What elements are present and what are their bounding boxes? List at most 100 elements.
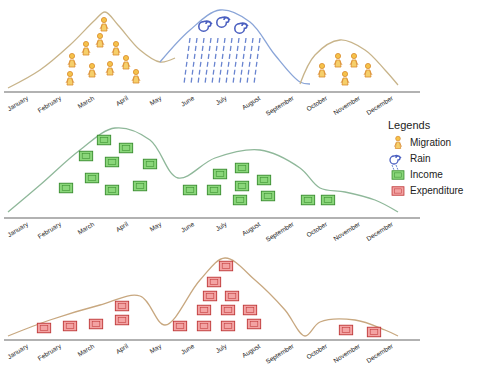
month-label: October <box>305 221 328 239</box>
expenditure-icon <box>173 321 186 331</box>
month-label: December <box>366 95 395 116</box>
month-label: May <box>149 95 163 107</box>
legend-text: Expenditure <box>410 186 463 196</box>
expenditure-icon <box>115 315 128 325</box>
migration-icon <box>96 33 104 47</box>
rain-icon <box>392 165 398 170</box>
month-label: January <box>7 95 30 113</box>
income-icon <box>105 157 118 167</box>
season-curve <box>300 40 398 85</box>
expenditure-icon <box>207 277 220 287</box>
season-curve <box>8 128 398 212</box>
income-icon <box>235 181 248 191</box>
month-label: August <box>241 221 262 237</box>
season-curve <box>8 12 175 88</box>
income-icon <box>392 171 404 180</box>
income-icon <box>235 163 248 173</box>
axis-line <box>4 339 420 340</box>
month-label: May <box>149 343 163 355</box>
month-label: August <box>241 95 262 111</box>
axis-line <box>4 91 420 92</box>
rain-icon <box>199 21 212 31</box>
income-icon <box>257 175 270 185</box>
month-label: August <box>241 343 262 359</box>
month-label: July <box>215 343 228 355</box>
income-icon <box>183 185 196 195</box>
expenditure-icon <box>203 291 216 301</box>
month-label: October <box>305 343 328 361</box>
migration-icon <box>132 69 140 83</box>
month-label: September <box>264 343 294 365</box>
month-label: April <box>115 221 129 233</box>
expenditure-icon <box>367 327 380 337</box>
month-label: June <box>180 95 195 108</box>
month-label: December <box>366 221 395 242</box>
season-curve <box>8 258 398 336</box>
month-label: June <box>180 343 195 356</box>
income-icon <box>143 159 156 169</box>
month-label: February <box>37 343 63 362</box>
rain-icon <box>217 17 230 27</box>
income-icon <box>233 195 246 205</box>
axis-line <box>4 217 420 218</box>
legend-heading: Legends <box>388 120 430 131</box>
month-label: May <box>149 221 163 233</box>
month-label: October <box>305 95 328 113</box>
migration-icon <box>318 63 326 77</box>
migration-icon <box>88 63 96 77</box>
migration-icon <box>100 17 108 31</box>
expenditure-icon <box>63 321 76 331</box>
expenditure-icon <box>37 323 50 333</box>
income-icon <box>301 195 314 205</box>
income-icon <box>213 169 226 179</box>
expenditure-icon <box>243 305 256 315</box>
month-label: November <box>333 343 362 364</box>
month-label: September <box>264 221 294 243</box>
migration-icon <box>112 41 120 55</box>
month-label: April <box>115 343 129 355</box>
expenditure-icon <box>247 319 260 329</box>
income-icon <box>97 135 110 145</box>
migration-icon <box>394 136 401 148</box>
rain-lines <box>184 38 260 84</box>
month-label: November <box>333 221 362 242</box>
expenditure-icon <box>115 301 128 311</box>
month-label: March <box>77 95 96 110</box>
migration-icon <box>334 53 342 67</box>
income-icon <box>119 143 132 153</box>
expenditure-icon <box>197 321 210 331</box>
expenditure-icon <box>89 319 102 329</box>
month-label: July <box>215 95 228 107</box>
migration-icon <box>82 41 90 55</box>
month-label: March <box>77 221 96 236</box>
month-label: September <box>264 95 294 117</box>
expenditure-icon <box>392 187 404 196</box>
month-label: July <box>215 221 228 233</box>
income-icon <box>207 185 220 195</box>
expenditure-icon <box>197 305 210 315</box>
month-label: February <box>37 95 63 114</box>
icons <box>37 17 404 337</box>
migration-icon <box>364 63 372 77</box>
migration-icon <box>106 61 114 75</box>
income-icon <box>79 151 92 161</box>
income-icon <box>59 183 72 193</box>
migration-icon <box>350 53 358 67</box>
rain-icon <box>235 23 248 33</box>
legend-text: Migration <box>410 138 451 148</box>
legend-text: Income <box>410 170 443 180</box>
migration-icon <box>122 55 130 69</box>
month-label: December <box>366 343 395 364</box>
season-curve <box>160 10 310 84</box>
income-icon <box>105 185 118 195</box>
expenditure-icon <box>219 261 232 271</box>
month-label: March <box>77 343 96 358</box>
expenditure-icon <box>221 321 234 331</box>
rain-icon <box>390 156 401 164</box>
month-label: January <box>7 343 30 361</box>
income-icon <box>261 191 274 201</box>
migration-icon <box>66 71 74 85</box>
migration-icon <box>68 53 76 67</box>
